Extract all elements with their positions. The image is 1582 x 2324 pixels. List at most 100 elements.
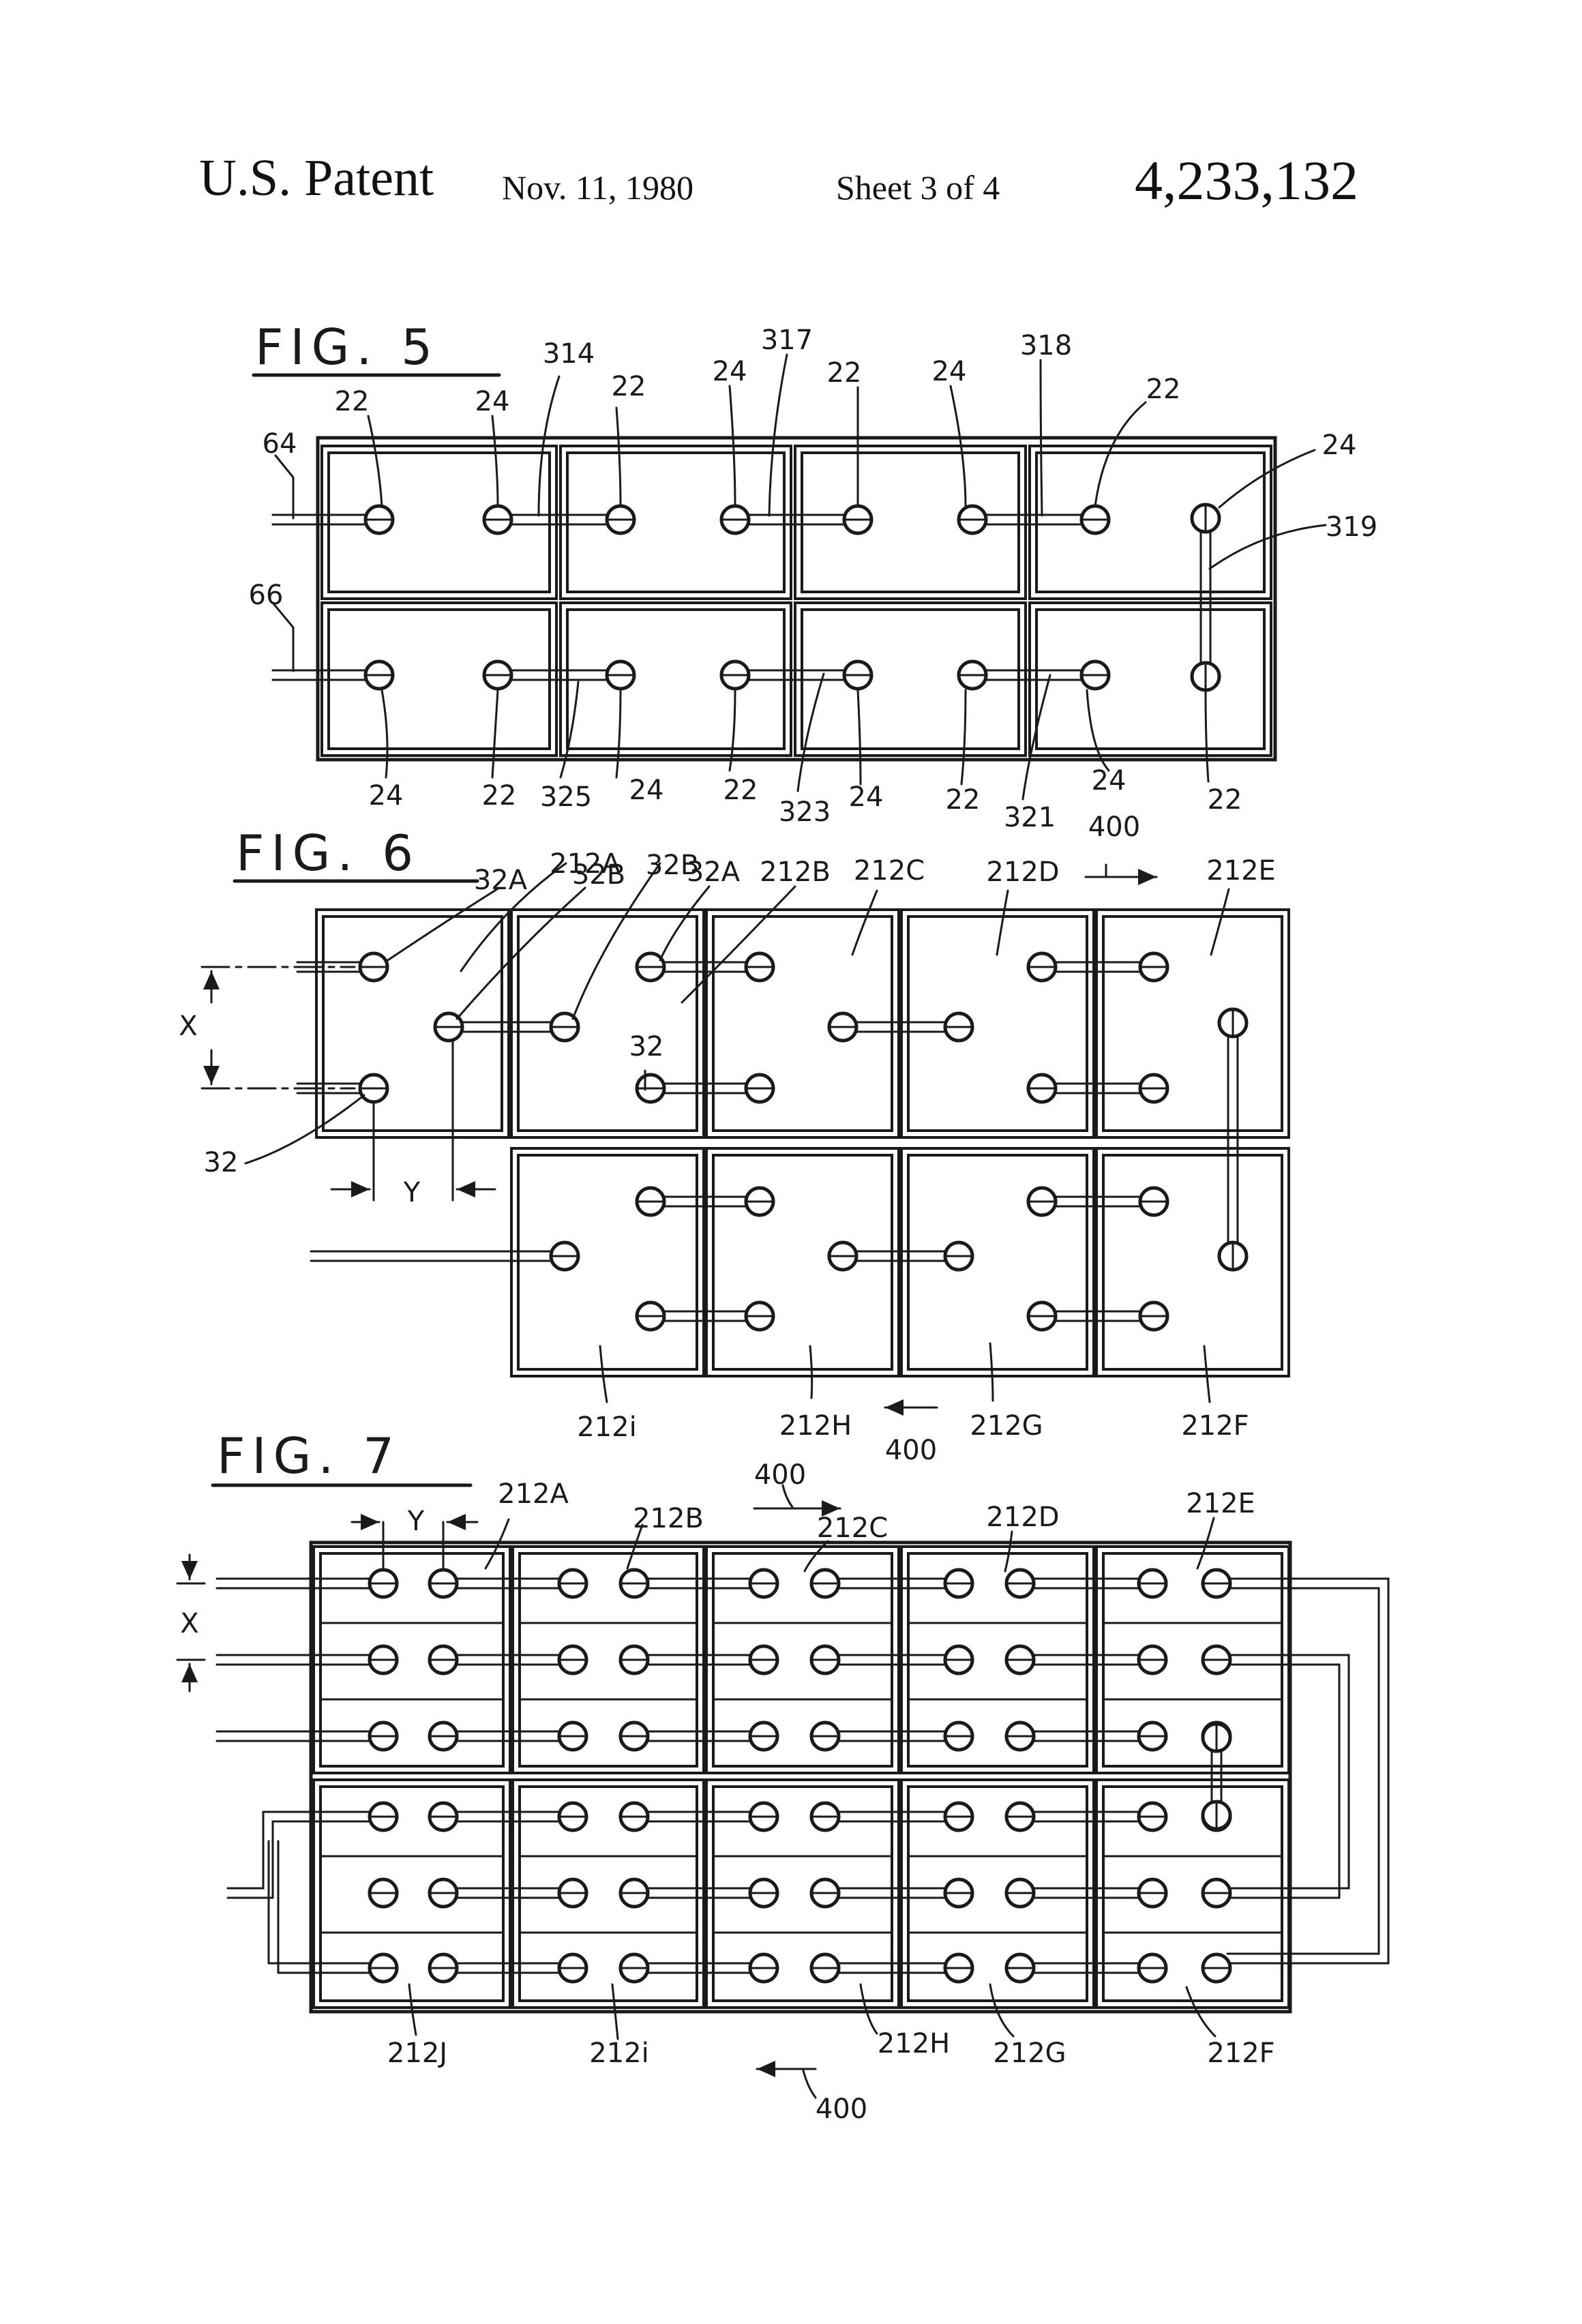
reference-label: 24: [1322, 430, 1357, 461]
leader-line: [273, 603, 293, 671]
figure-5: FIG. 5 222431422243172224318222431964662…: [249, 318, 1378, 833]
cell-outer: [795, 446, 1026, 599]
reference-label: 319: [1326, 511, 1377, 543]
reference-label: 32B: [572, 859, 625, 891]
reference-label: 212F: [1207, 2038, 1274, 2069]
reference-label: 24: [1092, 765, 1126, 796]
cell-outer: [706, 1148, 899, 1376]
cell-inner: [1103, 1787, 1282, 2001]
figure-6: FIG. 6 32A212A32B32B32A212B212C212D40021…: [179, 811, 1289, 1466]
leader-line: [1206, 690, 1208, 781]
leader-line: [1219, 450, 1315, 507]
cell-inner: [908, 1155, 1087, 1369]
leader-line: [1210, 525, 1326, 569]
reference-label: 22: [827, 357, 862, 389]
reference-label: 318: [1020, 330, 1072, 361]
return-wire: [1227, 1579, 1388, 1963]
reference-label: 400: [754, 1459, 806, 1491]
reference-label: 24: [369, 780, 404, 811]
lead-wire: [228, 1812, 372, 1898]
reference-label: 212i: [577, 1412, 636, 1443]
reference-label: X: [179, 1011, 197, 1042]
leader-line: [997, 891, 1008, 955]
leader-line: [457, 888, 585, 1019]
reference-label: 22: [946, 784, 981, 816]
cell-outer: [1096, 1148, 1289, 1376]
reference-label: 212G: [993, 2038, 1066, 2069]
reference-label: 321: [1004, 802, 1056, 833]
reference-label: 212F: [1181, 1410, 1249, 1442]
connector: [634, 1812, 764, 1821]
leader-line: [386, 888, 499, 962]
leader-line: [616, 690, 621, 777]
connector: [634, 1579, 764, 1588]
cell-outer: [322, 446, 556, 599]
leader-line: [1211, 889, 1229, 955]
reference-label: 400: [885, 1435, 937, 1466]
connector: [443, 1731, 573, 1741]
cell-outer: [901, 910, 1094, 1137]
reference-label: 64: [263, 428, 297, 460]
fig7-labels: Y212A400212B212C212D212EX212J212i400212H…: [180, 1459, 1274, 2125]
fig7-frame: [311, 1543, 1290, 2012]
fig7-connectors: [217, 1579, 1388, 1973]
cell-outer: [1030, 446, 1271, 599]
leader-line: [275, 456, 293, 518]
connector: [972, 670, 1095, 680]
fig5-cells: [322, 446, 1271, 756]
cell-inner: [518, 917, 697, 1131]
cell-inner: [520, 1553, 697, 1766]
cell-outer: [706, 1547, 899, 1773]
connector: [443, 1888, 573, 1898]
leader-line: [660, 887, 709, 960]
reference-label: 212D: [986, 1502, 1059, 1533]
dimension-line: [202, 967, 355, 1088]
cell-inner: [1036, 453, 1264, 592]
reference-label: 22: [1146, 374, 1181, 405]
reference-label: 212E: [1206, 855, 1276, 887]
reference-label: 212C: [817, 1513, 888, 1544]
connector: [634, 1655, 764, 1665]
reference-label: 66: [249, 580, 284, 611]
cell-inner: [323, 917, 502, 1131]
leader-line: [810, 1346, 812, 1398]
cell-outer: [561, 446, 791, 599]
reference-label: 212i: [589, 2038, 648, 2069]
leader-line: [492, 416, 498, 506]
cell-inner: [1103, 917, 1282, 1131]
reference-label: Y: [407, 1506, 425, 1537]
fig7-title: FIG. 7: [217, 1427, 401, 1485]
reference-label: 314: [543, 338, 595, 370]
leader-line: [368, 416, 382, 506]
lead-wire: [217, 1655, 372, 1665]
reference-label: 22: [723, 775, 758, 806]
reference-label: 22: [612, 371, 646, 402]
reference-label: 400: [1088, 811, 1140, 843]
connector: [443, 1655, 573, 1665]
reference-label: 212G: [970, 1410, 1043, 1442]
cell-inner: [713, 1553, 892, 1766]
leader-line: [561, 682, 578, 777]
leader-line: [858, 690, 861, 784]
connector: [449, 1022, 565, 1032]
reference-label: 212A: [498, 1478, 569, 1510]
figure-7: FIG. 7 Y212A400212B212C212D212EX212J212i…: [177, 1427, 1388, 2125]
reference-label: 325: [540, 781, 592, 813]
reference-label: 212H: [878, 2028, 950, 2059]
cell-outer: [901, 1547, 1094, 1773]
reference-label: 24: [849, 781, 884, 813]
reference-label: 24: [629, 775, 664, 806]
reference-label: 323: [779, 796, 831, 828]
fig6-leaders: [202, 863, 1229, 1407]
reference-label: 22: [1208, 784, 1242, 816]
leader-line: [1204, 1346, 1210, 1402]
leader-line: [852, 891, 877, 955]
connector: [443, 1579, 573, 1588]
leader-line: [803, 2070, 816, 2098]
connector: [443, 1963, 573, 1973]
reference-label: X: [180, 1608, 198, 1639]
fig6-title: FIG. 6: [236, 824, 420, 882]
cell-outer: [1096, 1547, 1289, 1773]
leader-line: [1005, 1532, 1012, 1571]
cell-inner: [567, 453, 784, 592]
